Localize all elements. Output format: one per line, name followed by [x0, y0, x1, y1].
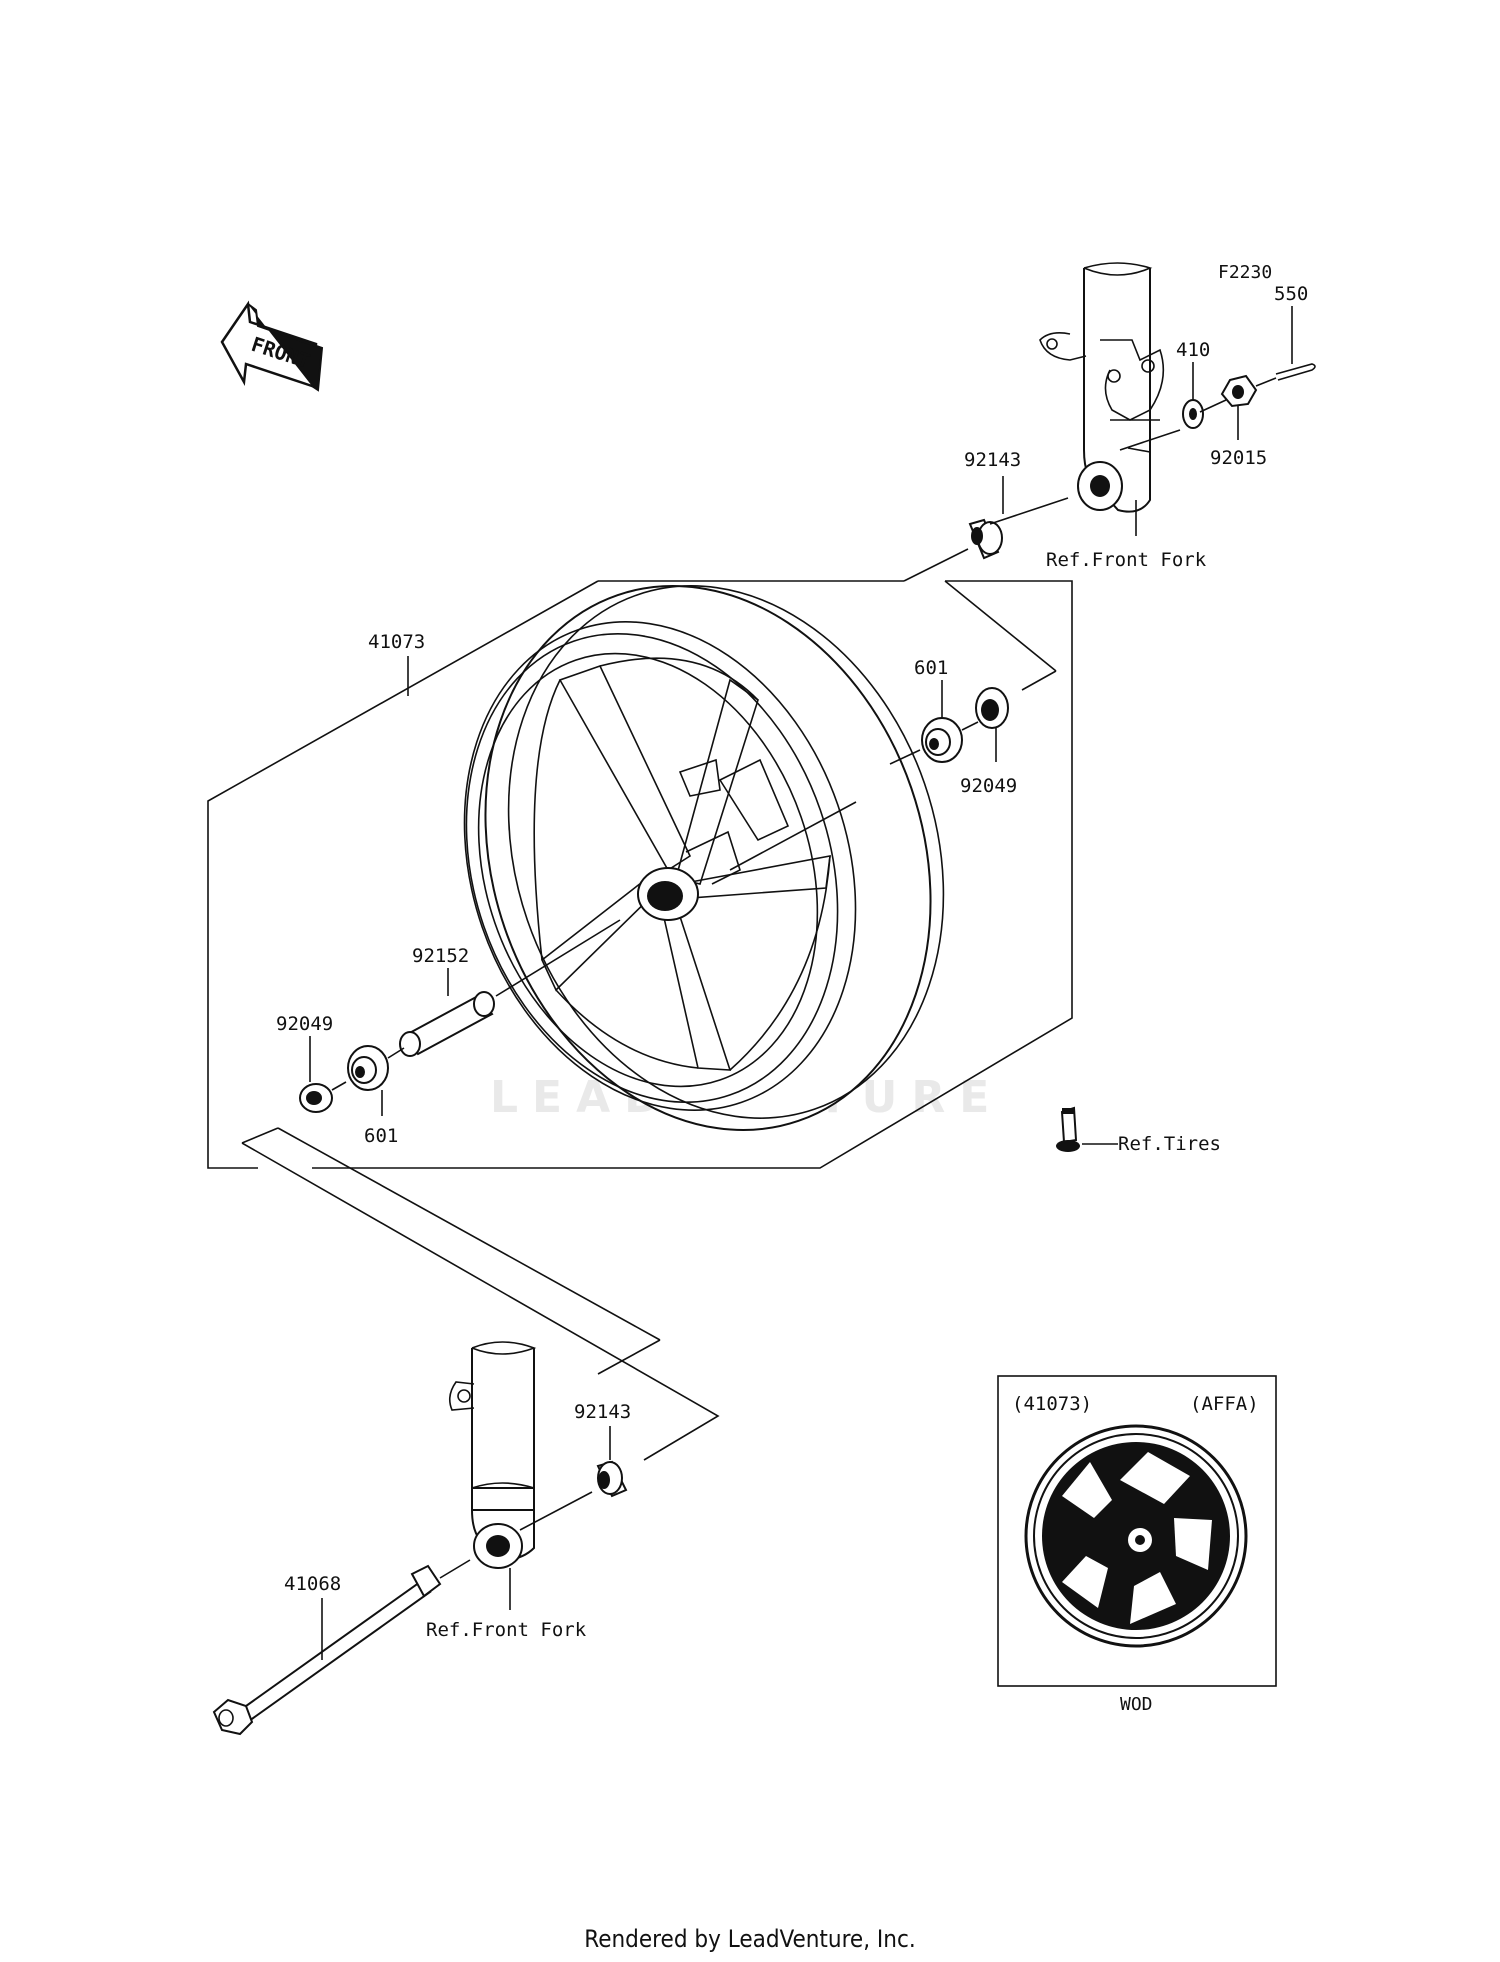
axle-line [495, 919, 621, 997]
leader-line [597, 1339, 661, 1375]
bearing-601-left [347, 1045, 389, 1091]
inset-part-label: (41073) [1012, 1393, 1092, 1415]
washer-410 [1182, 399, 1204, 429]
frame-line [207, 580, 599, 1169]
ref-front-fork-top: Ref.Front Fork [1046, 549, 1207, 571]
axle-line [729, 801, 857, 871]
seal-92049-left [299, 1083, 333, 1113]
front-fork-top [1039, 262, 1165, 513]
inset-wheel-variant: (41073) (AFFA) WOD [997, 1375, 1277, 1715]
wheel-41073 [463, 584, 945, 1132]
label-41068: 41068 [284, 1573, 341, 1595]
spacer-92152 [399, 991, 495, 1057]
label-550: 550 [1274, 283, 1308, 305]
front-fork-bottom [448, 1341, 537, 1569]
axle-line [331, 1081, 347, 1091]
axle-line [387, 1047, 405, 1059]
label-601-left: 601 [364, 1125, 398, 1147]
ref-tires: Ref.Tires [1118, 1133, 1221, 1155]
frame-line [312, 580, 1073, 1169]
leader-line [277, 1127, 661, 1341]
collar-92143-bottom [596, 1460, 628, 1498]
leader-line [903, 548, 969, 582]
label-410: 410 [1176, 339, 1210, 361]
leader-line [944, 580, 1057, 672]
axle-41068 [212, 1564, 442, 1736]
inset-color-code: (AFFA) [1190, 1393, 1259, 1415]
inset-wheel-icon [1024, 1424, 1248, 1648]
label-92152: 92152 [412, 945, 469, 967]
label-92015: 92015 [1210, 447, 1267, 469]
leader-line [241, 1142, 720, 1461]
label-41073: 41073 [368, 631, 425, 653]
inset-caption: WOD [1120, 1694, 1153, 1715]
leader-line [1021, 670, 1057, 691]
axle-line [1199, 399, 1227, 413]
axle-line [961, 721, 979, 731]
ref-front-fork-bottom: Ref.Front Fork [426, 1619, 587, 1641]
cotter-pin-550 [1275, 363, 1316, 381]
label-92143-bottom: 92143 [574, 1401, 631, 1423]
axle-line [1119, 429, 1181, 451]
axle-line [889, 749, 921, 765]
seal-92049-right [975, 687, 1009, 729]
leader-line [241, 1127, 279, 1144]
axle-line [989, 497, 1069, 525]
axle-line [1255, 377, 1277, 387]
front-arrow-icon: FRONT [220, 300, 324, 392]
diagram-code: F2230 [1218, 262, 1272, 283]
label-92143-top: 92143 [964, 449, 1021, 471]
label-92049-left: 92049 [276, 1013, 333, 1035]
axle-line [439, 1559, 471, 1579]
nut-92015 [1220, 374, 1258, 408]
bearing-601-right [921, 717, 963, 763]
collar-92143-top [968, 518, 1003, 560]
footer-credit: Rendered by LeadVenture, Inc. [584, 1925, 916, 1953]
label-92049-right: 92049 [960, 775, 1017, 797]
valve-stem-icon [1056, 1106, 1080, 1152]
label-601-right: 601 [914, 657, 948, 679]
axle-line [519, 1491, 593, 1531]
